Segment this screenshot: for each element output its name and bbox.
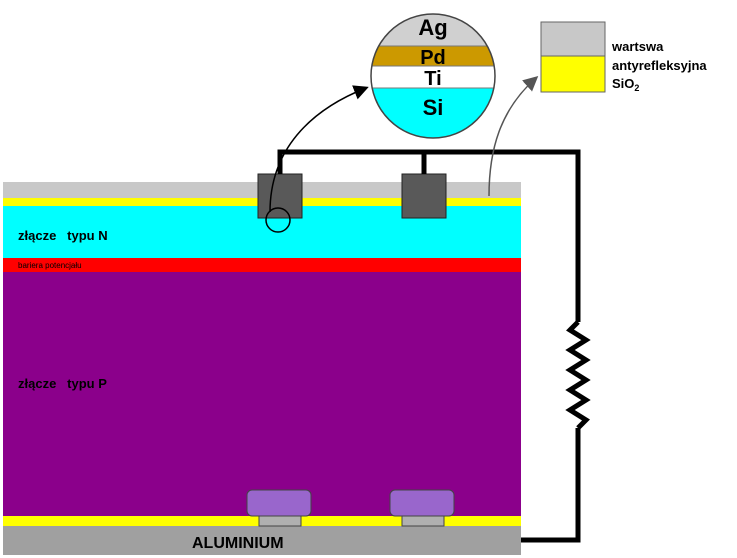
legend-text-line2: antyrefleksyjna [612,58,707,73]
n-type-label: złącze typu N [18,228,108,243]
magnify-arrow [269,85,369,213]
back-contact-left [246,489,312,517]
barrier-layer [3,258,521,272]
legend-sio2-swatch [540,55,606,93]
front-contact-right [401,173,447,219]
p-type-layer [3,272,521,516]
aluminium-label: ALUMINIUM [192,535,284,552]
back-contact-right [389,489,455,517]
stack-label-ag: Ag [418,15,447,40]
legend-ar-swatch [540,21,606,57]
stack-label-ti: Ti [424,68,441,90]
stack-label-si: Si [423,95,444,120]
legend-arrow [488,76,539,197]
legend-text-sio2: SiO2 [612,76,639,93]
barrier-label: bariera potencjału [18,261,82,270]
circuit-wire-return [521,428,581,543]
back-contact-left-base [258,515,302,527]
contact-stack-border [370,13,496,139]
legend-text-line1: wartswa [611,39,664,54]
p-type-label: złącze typu P [18,376,107,391]
back-contact-right-base [401,515,445,527]
aluminium-layer [3,526,521,555]
stack-label-pd: Pd [420,47,446,69]
front-contact-left [257,173,303,219]
magnify-spot [265,207,291,233]
resistor [565,320,591,430]
